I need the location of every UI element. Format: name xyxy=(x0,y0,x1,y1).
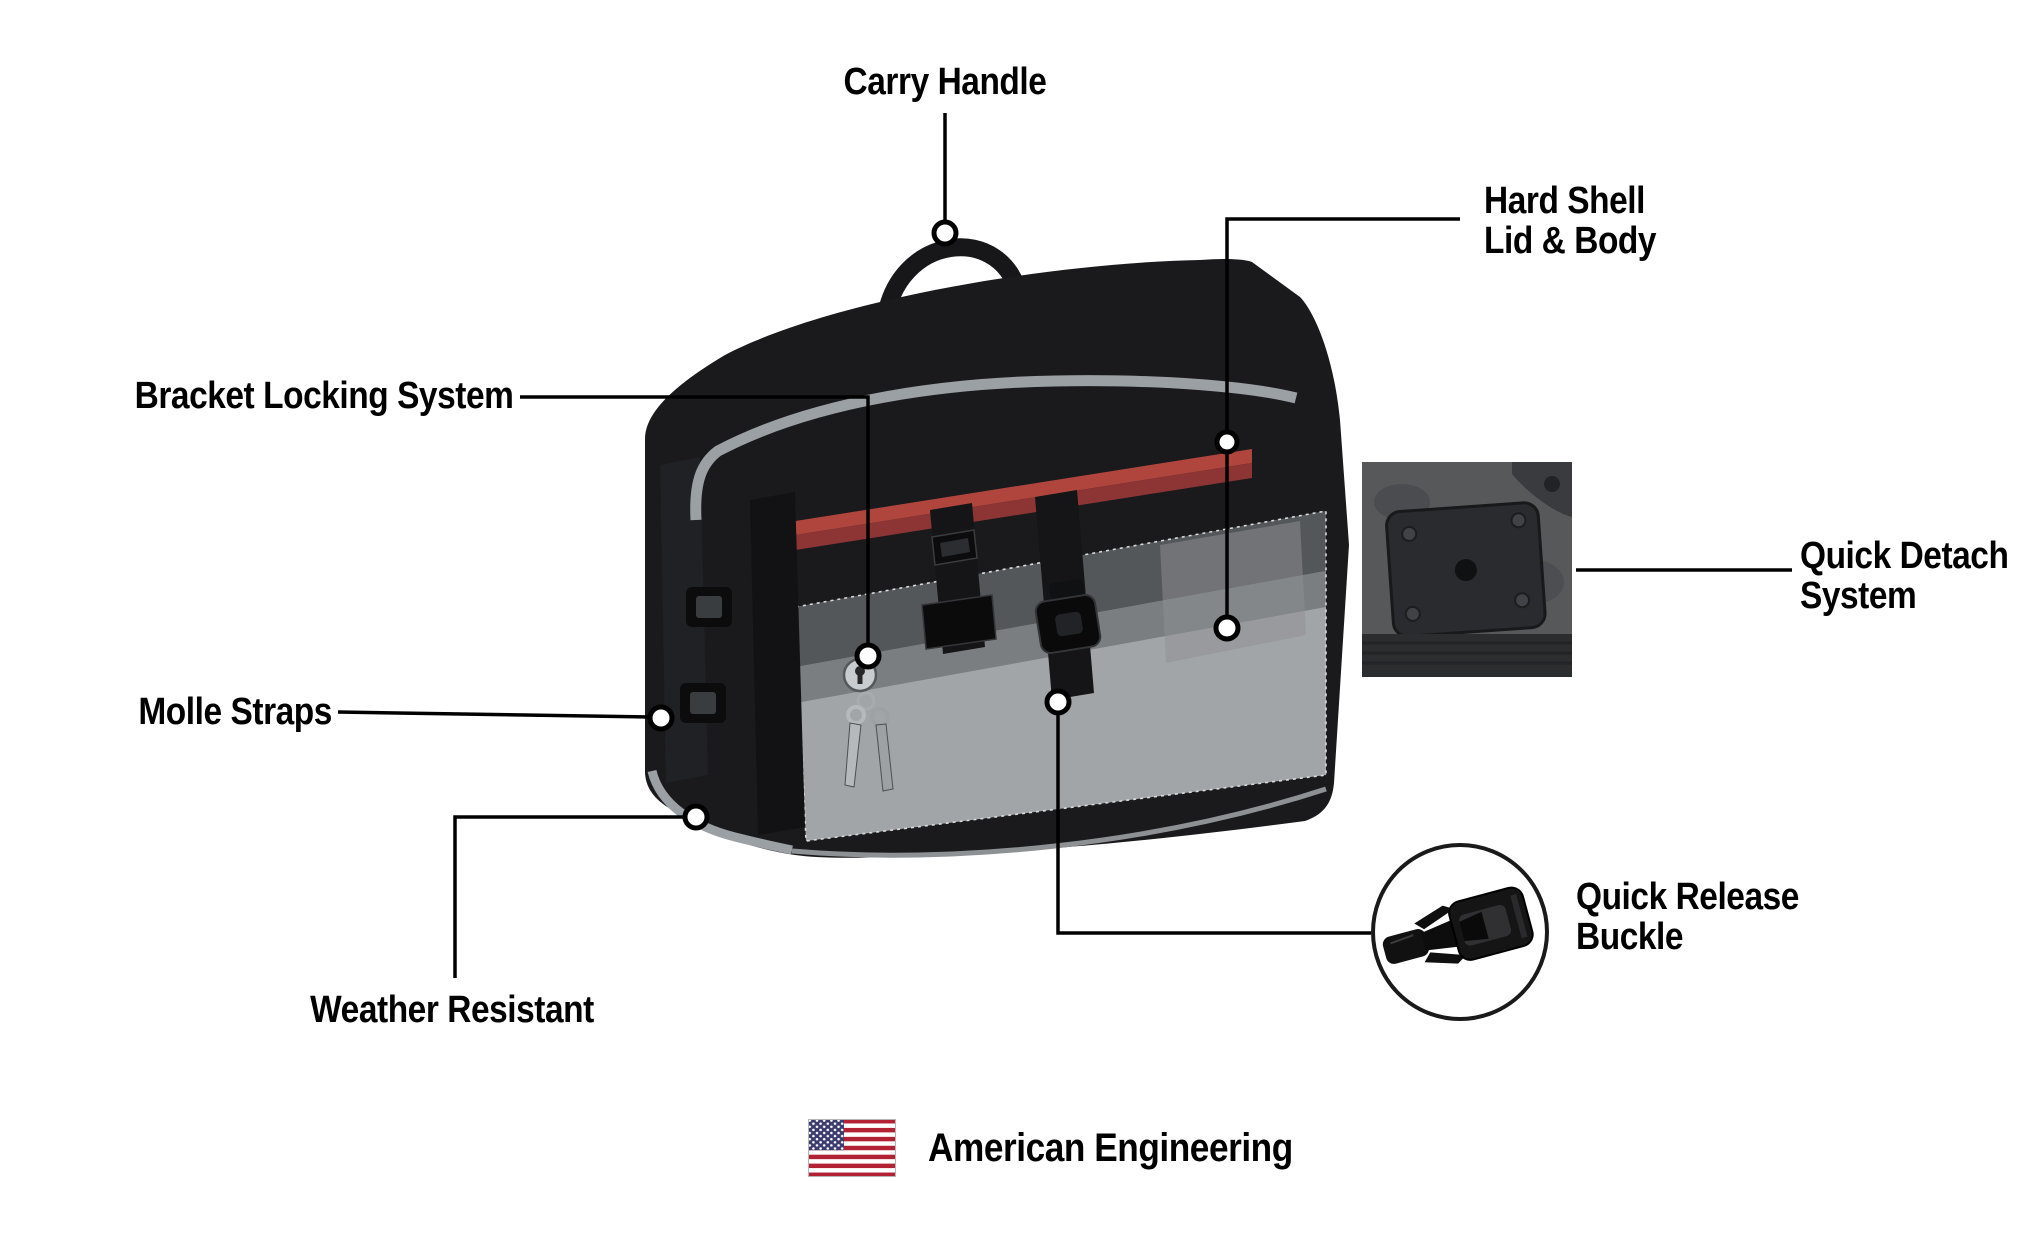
carry-handle-shape xyxy=(876,238,1029,332)
bottom-trim-left xyxy=(647,769,793,855)
quick-release-leader xyxy=(1044,688,1371,935)
quick-detach-label: Quick Detach System xyxy=(1800,535,2009,618)
quick-detach-inset-photo xyxy=(1362,462,1572,677)
key-left-bow xyxy=(846,705,866,725)
front-strap-left-keeper xyxy=(921,594,997,650)
key-right-blade xyxy=(875,723,894,792)
weather-resistant-leader xyxy=(453,803,710,978)
callout-dot xyxy=(647,704,675,732)
window-inner-box xyxy=(1160,521,1306,663)
callout-dot xyxy=(931,219,959,247)
bracket-locking-label: Bracket Locking System xyxy=(134,375,513,417)
front-strap-left-loop-slot xyxy=(940,538,970,557)
qr-buckle-prong xyxy=(1049,579,1085,601)
hard-shell-label: Hard Shell Lid & Body xyxy=(1484,180,1657,263)
lock-keyhole-slot xyxy=(857,673,863,684)
molle-ring-top-slot xyxy=(696,596,722,618)
red-stripe-front xyxy=(770,463,1252,554)
callout-dot xyxy=(1213,614,1241,642)
quick-release-buckle-icon xyxy=(1371,843,1549,1021)
red-stripe-top xyxy=(770,449,1252,539)
saddlebag-illustration xyxy=(645,238,1349,858)
carry-handle-label: Carry Handle xyxy=(843,61,1047,103)
us-flag-icon xyxy=(808,1119,896,1177)
callout-dot xyxy=(1044,688,1072,716)
window-stitching xyxy=(795,510,1327,842)
key-ring xyxy=(856,691,876,711)
bracket-locking-leader xyxy=(520,395,882,670)
american-engineering-label: American Engineering xyxy=(928,1126,1293,1170)
mesh-panel xyxy=(1362,634,1572,677)
molle-straps-label: Molle Straps xyxy=(138,691,332,733)
callout-dot xyxy=(1214,429,1240,455)
qr-buckle-button xyxy=(1055,611,1083,637)
lid-trim xyxy=(690,375,1298,521)
front-edge-strap xyxy=(750,492,805,835)
mount-plate xyxy=(1385,501,1547,638)
bracket-arm xyxy=(1512,462,1572,517)
quick-release-label: Quick Release Buckle xyxy=(1576,876,1799,959)
carry-handle-leader xyxy=(931,113,959,247)
molle-straps-leader xyxy=(337,704,675,732)
weather-resistant-label: Weather Resistant xyxy=(310,989,594,1031)
callout-dot xyxy=(682,803,710,831)
hard-shell-leader xyxy=(1213,217,1460,642)
callout-dot xyxy=(854,642,882,670)
key-left-blade xyxy=(844,722,862,788)
buckle-drawing xyxy=(1382,886,1534,964)
molle-ring-bottom-slot xyxy=(690,692,716,714)
bracket-bolt xyxy=(1544,476,1560,492)
